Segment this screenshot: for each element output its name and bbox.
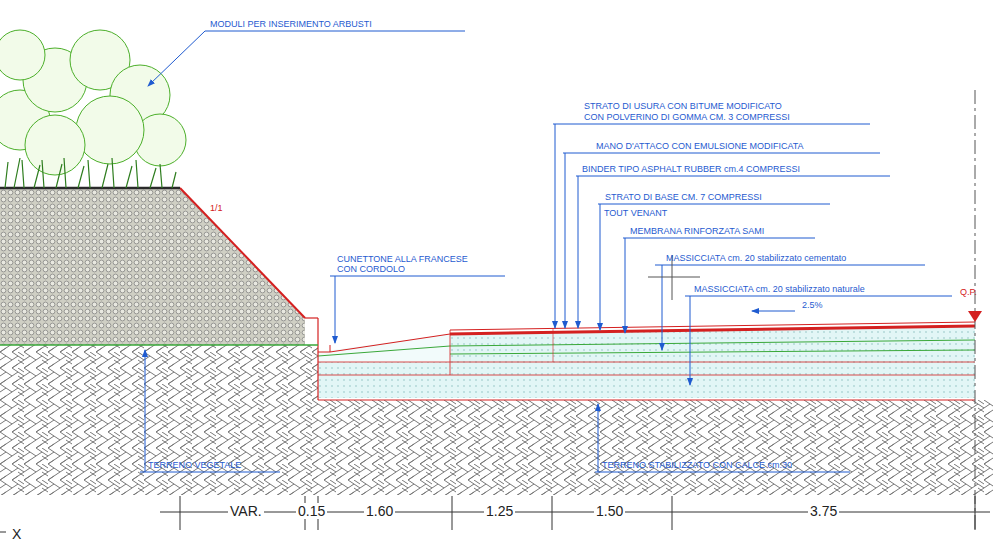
dimension: 0.15 (296, 503, 327, 519)
dimension: 3.75 (808, 503, 839, 519)
dimension: VAR. (228, 503, 264, 519)
callout-label: TERRENO STABILIZZATO CON CALCE cm.30 (602, 460, 792, 470)
axis-label: Q.P. (960, 287, 977, 297)
callout-label: CUNETTONE ALLA FRANCESE (337, 254, 468, 264)
dimension: 1.60 (364, 503, 395, 519)
dimension: 1.25 (484, 503, 515, 519)
callout-label: STRATO DI USURA CON BITUME MODIFICATO (584, 101, 782, 111)
callout-label: MEMBRANA RINFORZATA SAMI (630, 226, 764, 236)
dimension: 1.50 (594, 503, 625, 519)
callout-label: MASSICCIATA cm. 20 stabilizzato naturale (694, 284, 865, 294)
callout-label: CON CORDOLO (337, 264, 405, 274)
slope-value: 2.5% (802, 300, 823, 310)
callout-label: TERRENO VEGETALE (148, 460, 241, 470)
callout-label: MANO D'ATTACO CON EMULSIONE MODIFICATA (596, 141, 804, 151)
callout-label: TOUT VENANT (604, 208, 667, 218)
callout-label: BINDER TIPO ASPHALT RUBBER cm.4 COMPRESS… (582, 164, 800, 174)
callout-label: CON POLVERINO DI GOMMA CM. 3 COMPRESSI (584, 112, 790, 122)
callout-label: STRATO DI BASE CM. 7 COMPRESSI (605, 192, 762, 202)
callout-label: MODULI PER INSERIMENTO ARBUSTI (210, 19, 372, 29)
callout-label: MASSICCIATA cm. 20 stabilizzato cementat… (666, 253, 846, 263)
slope-label: 1/1 (210, 203, 223, 213)
axis-name: X (10, 526, 23, 542)
